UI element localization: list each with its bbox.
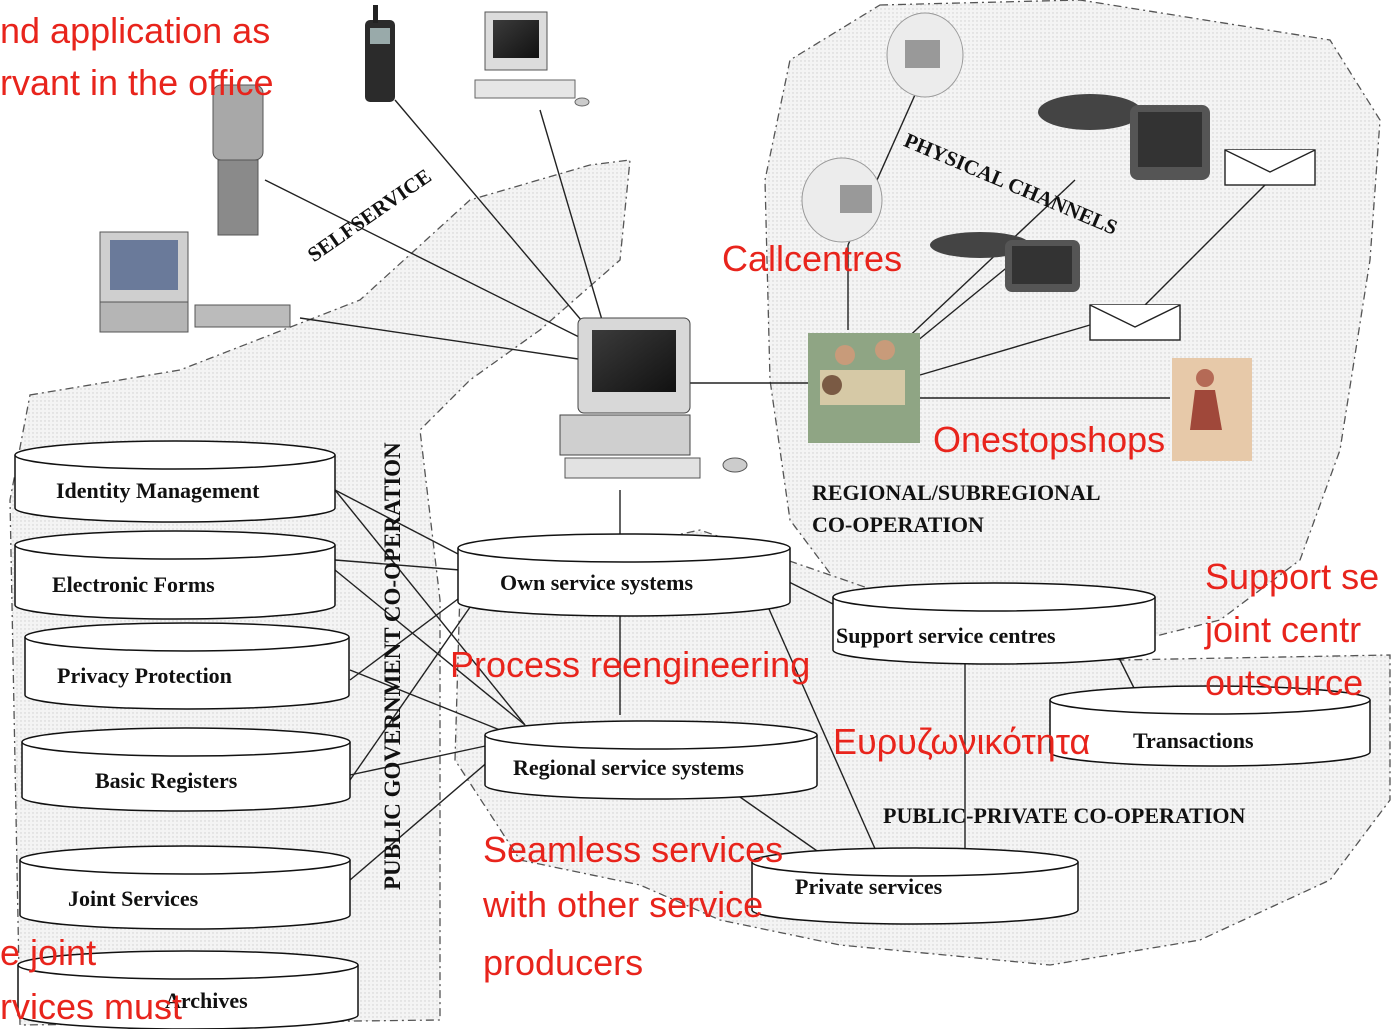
- region-label-public-government: PUBLIC GOVERNMENT CO-OPERATION: [380, 442, 405, 890]
- annotation-seamless-line1: Seamless services: [483, 829, 784, 870]
- meeting-photo: [808, 333, 920, 443]
- kiosk-icon: [212, 84, 264, 236]
- db-label-private-services: Private services: [795, 874, 943, 899]
- db-label-archives: Archives: [165, 988, 248, 1013]
- db-label-joint-services: Joint Services: [68, 886, 199, 911]
- region-label-regional-line2: CO-OPERATION: [812, 512, 984, 537]
- db-label-support-service-centres: Support service centres: [836, 623, 1056, 648]
- annotation-callcentres: Callcentres: [722, 238, 903, 279]
- annotation-bottom-left-line1: e joint: [0, 932, 97, 973]
- annotation-process-reengineering: Process reengineering: [450, 644, 811, 685]
- annotation-broadband: Ευρυζωνικότητα: [833, 721, 1091, 762]
- person-figure: [1172, 358, 1252, 461]
- central-computer-icon: [559, 317, 748, 479]
- envelope-icon: [1089, 149, 1316, 341]
- region-label-regional: REGIONAL/SUBREGIONAL: [812, 480, 1101, 505]
- annotation-bottom-left-line2: rvices must: [0, 986, 183, 1027]
- database-shapes: [14, 440, 1371, 1030]
- annotation-top-left-line1: nd application as: [0, 10, 271, 51]
- db-label-electronic-forms: Electronic Forms: [52, 572, 215, 597]
- annotation-seamless-line3: producers: [483, 942, 644, 983]
- annotation-support-line3: outsource: [1205, 662, 1364, 703]
- video-conference-icon: [930, 94, 1210, 292]
- region-public-private: [454, 529, 1391, 966]
- db-label-transactions: Transactions: [1133, 728, 1254, 753]
- telephone-icon: [801, 12, 964, 243]
- annotation-onestopshops: Onestopshops: [933, 419, 1166, 460]
- annotation-top-left-line2: rvant in the office: [0, 62, 274, 103]
- db-label-own-service-systems: Own service systems: [500, 570, 694, 595]
- annotation-support-line2: joint centr: [1205, 609, 1362, 650]
- annotation-seamless-line2: with other service: [483, 884, 764, 925]
- db-label-regional-service-systems: Regional service systems: [513, 755, 744, 780]
- db-label-identity-management: Identity Management: [56, 478, 260, 503]
- annotation-support-line1: Support se: [1205, 556, 1380, 597]
- db-label-basic-registers: Basic Registers: [95, 768, 238, 793]
- desktop-computer-icon: [474, 11, 590, 107]
- region-label-public-private: PUBLIC-PRIVATE CO-OPERATION: [883, 803, 1246, 828]
- mobile-phone-icon: [365, 5, 395, 102]
- tv-icon: [99, 231, 291, 333]
- db-label-privacy-protection: Privacy Protection: [57, 663, 232, 688]
